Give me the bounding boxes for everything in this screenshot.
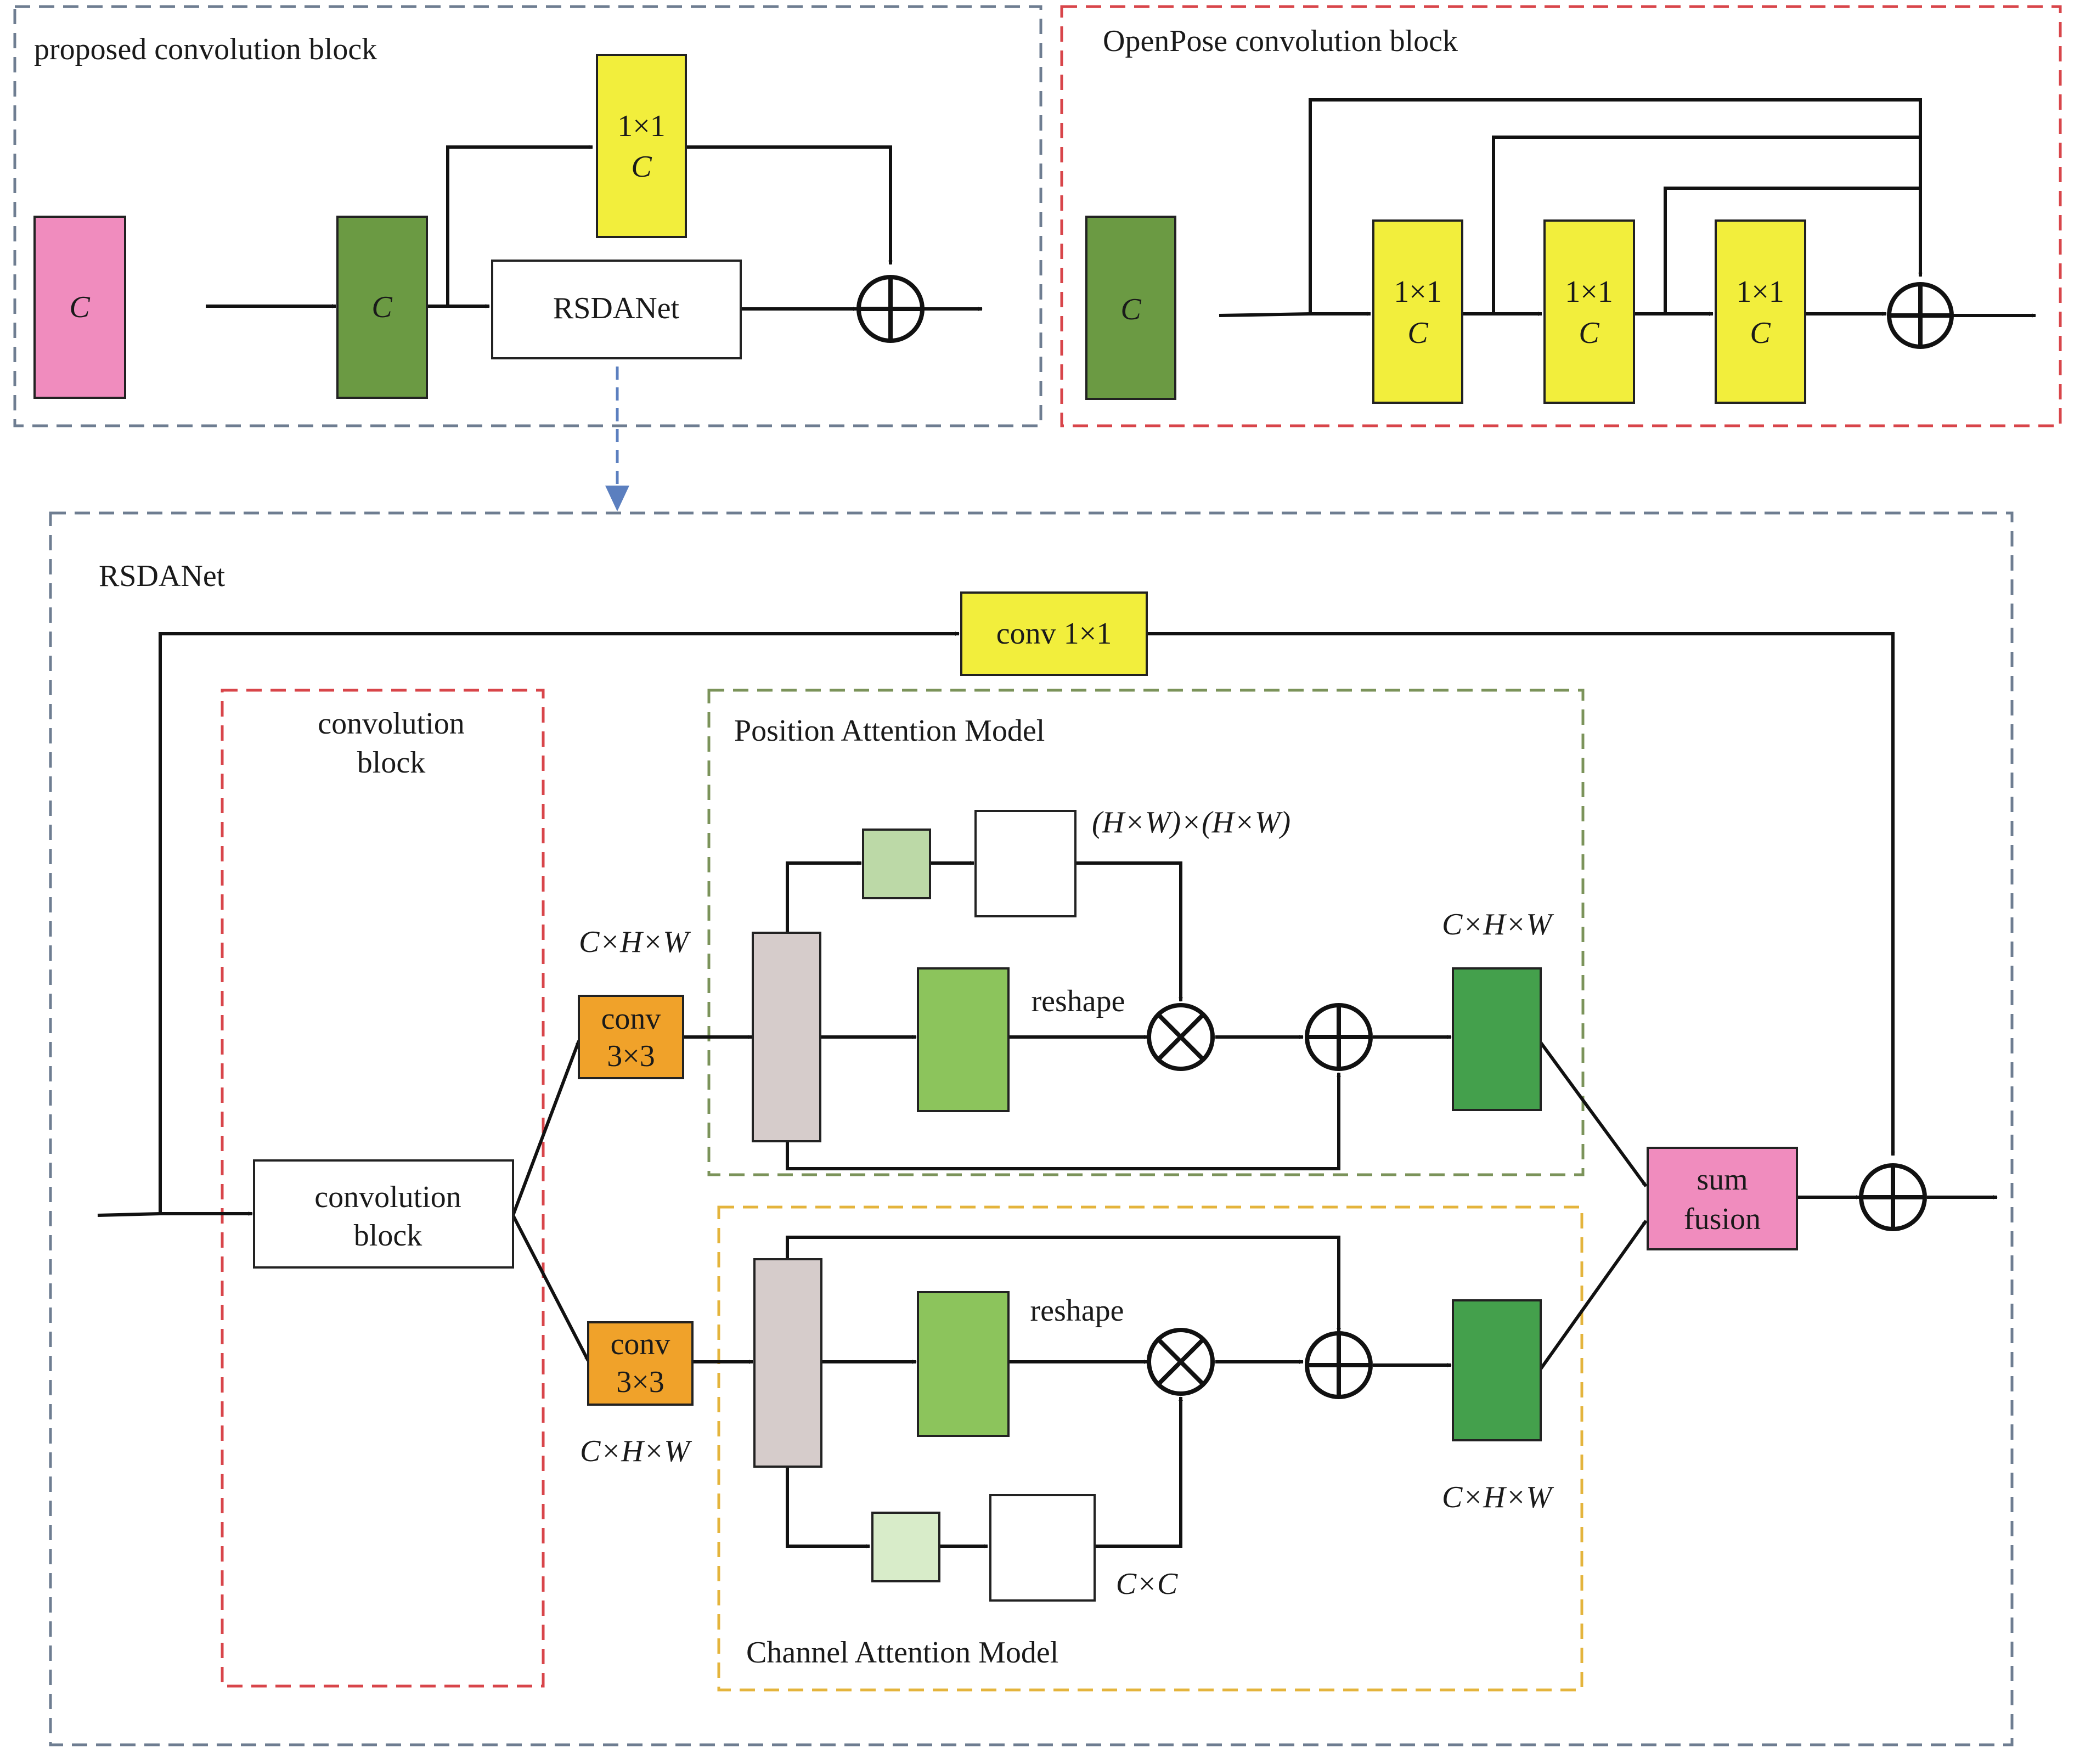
proposed-1x1-bottom: C: [631, 150, 652, 184]
conv-block-label-1: convolution: [314, 1180, 461, 1214]
pam-matrix-block: [974, 810, 1077, 917]
cam-gray-block: [753, 1258, 822, 1468]
pam-conv-label-2: 3×3: [607, 1039, 655, 1073]
sum-fusion-label-2: fusion: [1684, 1202, 1761, 1236]
proposed-branch-up: [426, 145, 593, 308]
openpose-block-2-bottom: C: [1579, 316, 1599, 350]
cam-small-block: [871, 1512, 940, 1582]
openpose-block-3: [1715, 219, 1806, 404]
conv-block-frame-title-1: convolution: [318, 707, 465, 741]
openpose-title: OpenPose convolution block: [1103, 24, 1458, 58]
cam-conv3x3-block: [587, 1321, 694, 1406]
pam-frame: [707, 689, 1585, 1176]
cam-matrix-block: [989, 1494, 1096, 1602]
openpose-skip-3: [1664, 187, 1920, 314]
openpose-block-3-top: 1×1: [1736, 275, 1784, 309]
proposed-rsdanet-label: RSDANet: [553, 291, 680, 325]
proposed-input-label: C: [69, 290, 90, 324]
rsdanet-conv1x1-to-plus: [1147, 632, 1895, 1130]
conv-block: [253, 1159, 514, 1269]
pam-conv-label-1: conv: [601, 1002, 661, 1036]
pam-gray-block: [752, 932, 821, 1142]
openpose-block-3-bottom: C: [1750, 316, 1771, 350]
proposed-1x1-to-plus: [686, 145, 892, 262]
cam-output-to-fusion: [1539, 1220, 1648, 1370]
rsdanet-frame: [49, 511, 2014, 1746]
proposed-frame: [13, 5, 1042, 427]
proposed-rsdanet-block: [491, 260, 742, 359]
rsdanet-skip-to-conv1x1: [159, 632, 960, 1214]
cam-output-dim: C×H×W: [1442, 1480, 1554, 1514]
openpose-plus-icon: [1887, 282, 1954, 349]
sum-fusion-label-1: sum: [1697, 1163, 1748, 1197]
cam-input-dim: C×H×W: [580, 1434, 692, 1468]
openpose-block-2: [1543, 219, 1635, 404]
rsdanet-title: RSDANet: [99, 559, 226, 593]
openpose-block-2-top: 1×1: [1565, 275, 1613, 309]
cam-gray-skip: [786, 1236, 1340, 1295]
conv-block-frame-title-2: block: [357, 746, 425, 780]
pam-gray-skip: [786, 1103, 1340, 1170]
cam-gray-to-small: [786, 1466, 870, 1548]
cam-multiply-icon: [1147, 1328, 1215, 1396]
cam-conv-label-1: conv: [611, 1327, 670, 1361]
pam-matrix-dim: (H×W)×(H×W): [1092, 805, 1290, 839]
rsdanet-input-line: [97, 1212, 161, 1217]
cam-matrix-to-mult: [1095, 1427, 1182, 1548]
sum-fusion-block: [1647, 1147, 1798, 1250]
pam-small-block: [862, 829, 931, 899]
proposed-conv-block: [336, 216, 428, 399]
rsdanet-expand-arrowhead: [605, 486, 629, 511]
pam-input-dim: C×H×W: [579, 925, 691, 959]
proposed-1x1-block: [596, 54, 687, 238]
conv-block-to-cam-conv: [511, 1214, 590, 1362]
openpose-input-label: C: [1120, 292, 1141, 326]
cam-matrix-dim: C×C: [1116, 1567, 1178, 1601]
pam-gray-to-small: [786, 861, 862, 933]
proposed-1x1-top: 1×1: [617, 109, 666, 143]
pam-multiply-icon: [1147, 1003, 1215, 1071]
proposed-title: proposed convolution block: [34, 32, 377, 66]
openpose-block-1-top: 1×1: [1394, 275, 1442, 309]
pam-output-block: [1452, 967, 1542, 1111]
pam-plus-icon: [1305, 1003, 1373, 1071]
cam-plus-icon: [1305, 1331, 1373, 1399]
openpose-input-line: [1219, 312, 1311, 317]
pam-output-dim: C×H×W: [1442, 908, 1554, 942]
cam-reshape-label: reshape: [1030, 1294, 1124, 1328]
proposed-input-block: [33, 216, 126, 399]
pam-title: Position Attention Model: [734, 714, 1045, 748]
conv-block-frame: [221, 689, 545, 1688]
conv-block-to-pam-conv: [511, 1040, 581, 1216]
openpose-input-block: [1085, 216, 1176, 400]
openpose-block-1-bottom: C: [1407, 316, 1428, 350]
pam-green-block: [917, 967, 1010, 1112]
conv1x1-label: conv 1×1: [996, 617, 1112, 651]
pam-conv3x3-block: [578, 995, 684, 1079]
conv1x1-block: [960, 591, 1148, 676]
cam-title: Channel Attention Model: [746, 1636, 1058, 1670]
openpose-block-1: [1372, 219, 1463, 404]
proposed-plus-icon: [856, 275, 925, 343]
pam-reshape-label: reshape: [1031, 984, 1125, 1018]
cam-frame: [717, 1205, 1583, 1692]
openpose-skip-2: [1492, 136, 1920, 314]
proposed-conv-label: C: [371, 290, 392, 324]
cam-conv-label-2: 3×3: [616, 1365, 664, 1399]
rsdanet-plus-icon: [1859, 1163, 1927, 1231]
openpose-frame: [1060, 5, 2062, 427]
pam-output-to-fusion: [1539, 1041, 1648, 1187]
cam-green-block: [917, 1291, 1010, 1437]
pam-matrix-to-mult: [1075, 861, 1182, 971]
cam-output-block: [1452, 1299, 1542, 1441]
conv-block-label-2: block: [354, 1219, 422, 1253]
